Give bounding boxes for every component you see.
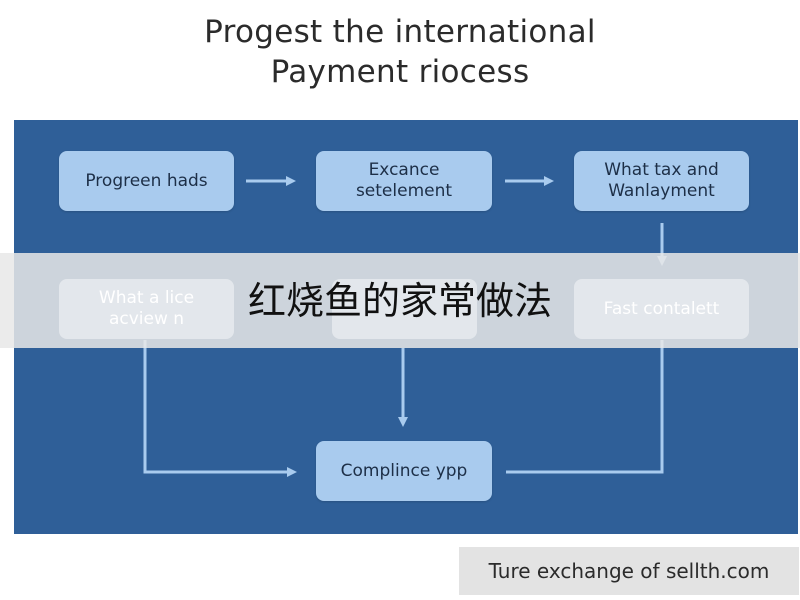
title-line-1: Progest the international [204, 14, 596, 50]
node-excance-line1: Excance [368, 160, 440, 180]
node-excance-setelement: Excance setelement [316, 151, 492, 211]
node-complince-label: Complince ypp [340, 460, 468, 481]
node-progreen-hads-label: Progreen hads [85, 170, 208, 191]
arrow-right-path-to-compliance [506, 340, 664, 474]
node-what-tax-line2: Wanlayment [608, 181, 715, 201]
diagram-title: Progest the international Payment rioces… [0, 12, 800, 92]
node-what-a-lice-line2: acview n [108, 309, 185, 329]
overlay-caption-text: 红烧鱼的家常做法 [247, 279, 552, 323]
node-complince-ypp: Complince ypp [316, 441, 492, 501]
node-what-tax-line1: What tax and [604, 160, 719, 180]
source-caption: Ture exchange of sellth.com [459, 547, 799, 595]
node-what-a-lice-line1: What a lice [98, 288, 195, 308]
node-fast-label: Fast contalett [603, 298, 720, 319]
node-center-middle [332, 279, 477, 339]
node-excance-line2: setelement [355, 181, 453, 201]
title-line-2: Payment riocess [270, 54, 530, 90]
node-progreen-hads: Progreen hads [59, 151, 234, 211]
arrow-left-path-to-compliance [143, 340, 297, 477]
node-what-a-lice: What a lice acview n [59, 279, 234, 339]
node-fast-contalett: Fast contalett [574, 279, 749, 339]
node-what-tax-and-wanlayment: What tax and Wanlayment [574, 151, 749, 211]
overlay-band [0, 253, 800, 348]
